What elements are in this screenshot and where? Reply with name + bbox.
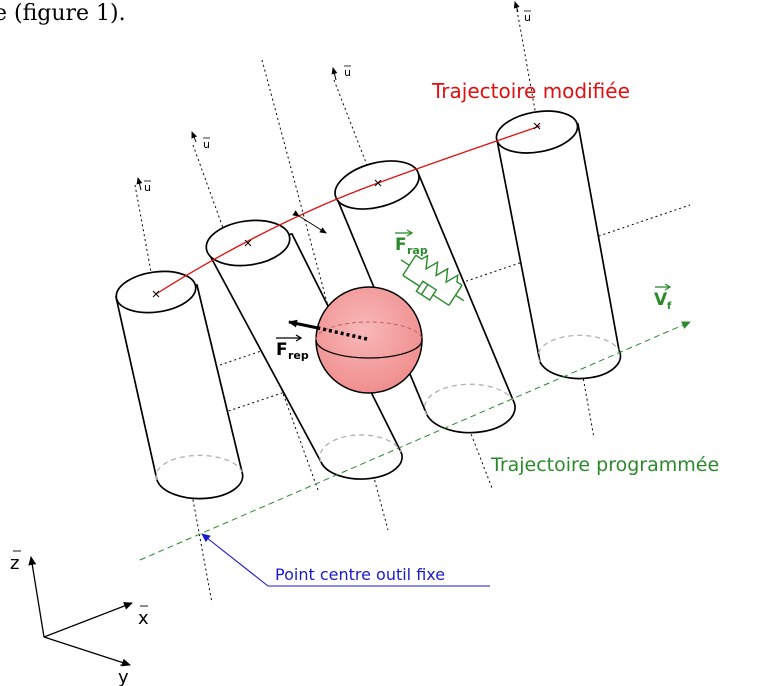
u-vectors	[136, 1, 520, 191]
axis-y-label: y	[118, 667, 129, 686]
f-rap-sub: rap	[407, 244, 428, 257]
f-rep-sub: rep	[288, 349, 309, 362]
point-centre-callout: Point centre outil fixe	[201, 533, 490, 587]
u-labels: u u u u	[144, 10, 531, 194]
u-label-2: u	[203, 138, 210, 151]
f-rep-arrow	[288, 319, 319, 330]
axis-x-label: x	[138, 608, 149, 629]
f-rap-label: F rap	[395, 229, 428, 257]
coordinate-frame: z x y	[10, 550, 149, 686]
f-rap-main: F	[395, 235, 407, 255]
header-fragment: e (figure 1).	[0, 1, 126, 26]
point-centre-label: Point centre outil fixe	[275, 565, 445, 584]
f-rep-label: F rep	[276, 334, 309, 362]
tool-cylinder-4	[334, 160, 516, 434]
modified-trajectory-label: Trajectoire modifiée	[431, 79, 630, 103]
programmed-trajectory-label: Trajectoire programmée	[490, 454, 719, 476]
tool-cylinder-3	[205, 219, 403, 480]
u-label-1: u	[144, 181, 151, 194]
contact-sphere	[315, 286, 423, 394]
offset-arrow	[292, 210, 327, 234]
u-label-3: u	[344, 66, 351, 79]
axis-z-label: z	[10, 553, 19, 574]
spring-damper-icon	[400, 254, 465, 306]
v-f-label: V f	[654, 283, 672, 312]
tool-cylinder-1	[114, 270, 244, 500]
f-rep-main: F	[276, 340, 288, 360]
v-f-sub: f	[667, 301, 672, 312]
u-label-4: u	[524, 11, 531, 24]
tool-cylinder-5	[495, 110, 622, 380]
v-f-main: V	[654, 290, 668, 310]
f-rep-dashed	[317, 326, 368, 341]
